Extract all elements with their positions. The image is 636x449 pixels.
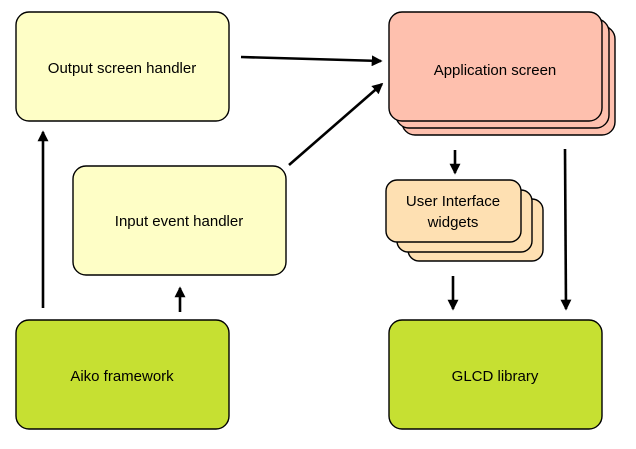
user-interface-widgets-box bbox=[385, 179, 522, 243]
user-interface-widgets-node: User Interface widgets bbox=[385, 179, 544, 262]
arrow-output-screen-handler-to-application-screen bbox=[240, 55, 383, 67]
output-screen-handler-box bbox=[15, 11, 230, 122]
diagram-arrows bbox=[37, 55, 572, 312]
user-interface-widgets-label-line1: User Interface bbox=[406, 193, 500, 210]
output-screen-handler-node: Output screen handler bbox=[15, 11, 230, 122]
glcd-library-label: GLCD library bbox=[452, 368, 539, 385]
arrow-application-screen-to-glcd-library bbox=[560, 148, 572, 311]
application-screen-box bbox=[388, 11, 603, 122]
glcd-library-node: GLCD library bbox=[388, 319, 603, 430]
application-screen-node: Application screen bbox=[388, 11, 616, 136]
input-event-handler-node: Input event handler bbox=[72, 165, 287, 276]
aiko-framework-box bbox=[15, 319, 230, 430]
user-interface-widgets-label-line2: widgets bbox=[427, 214, 479, 231]
aiko-framework-label: Aiko framework bbox=[70, 368, 174, 385]
input-event-handler-box bbox=[72, 165, 287, 276]
application-screen-label: Application screen bbox=[434, 62, 557, 79]
aiko-framework-node: Aiko framework bbox=[15, 319, 230, 430]
arrow-input-event-handler-to-application-screen bbox=[288, 82, 384, 166]
output-screen-handler-label: Output screen handler bbox=[48, 60, 196, 77]
input-event-handler-label: Input event handler bbox=[115, 213, 243, 230]
glcd-library-box bbox=[388, 319, 603, 430]
